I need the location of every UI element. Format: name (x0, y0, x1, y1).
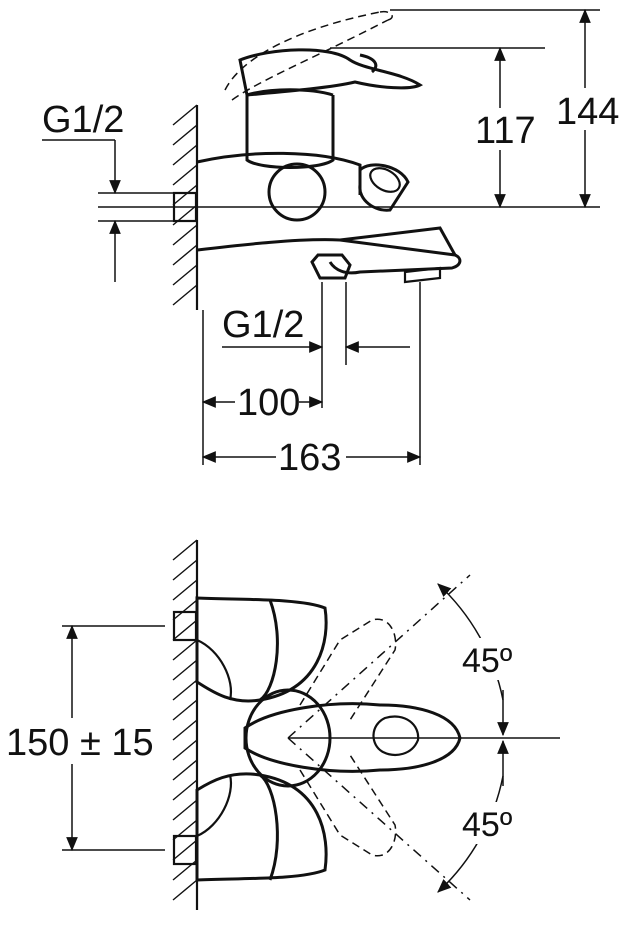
dim-100: 100 (201, 382, 324, 424)
lever-ghost-lower (287, 737, 471, 901)
angle-lower-label: 45º (462, 806, 512, 844)
dim-163: 163 (201, 436, 422, 479)
mixer-body-side (196, 88, 462, 284)
angle-arc: 45º 45º (437, 583, 532, 893)
side-view: G1/2 117 144 G1/2 100 (42, 8, 623, 479)
top-view: 45º 45º 150 ± 15 (4, 539, 560, 910)
dim-height: 117 144 (330, 8, 623, 209)
dim-163-label: 163 (278, 437, 341, 479)
dim-thread-spout: G1/2 (222, 304, 410, 353)
wall-hatch-lower (172, 539, 199, 910)
dim-spacing-label: 150 ± 15 (6, 722, 154, 764)
lever-handle-side (224, 10, 424, 101)
dim-117-label: 117 (475, 110, 536, 152)
angle-upper-label: 45º (462, 642, 512, 680)
thread-label-spout: G1/2 (222, 304, 304, 346)
mixer-body-top (195, 596, 332, 882)
dim-144-label: 144 (556, 91, 619, 133)
dim-spacing: 150 ± 15 (4, 624, 165, 852)
thread-label-wall: G1/2 (42, 99, 124, 141)
dim-100-label: 100 (237, 382, 300, 424)
dim-thread-wall: G1/2 (42, 99, 124, 282)
lever-ghost-upper (287, 574, 471, 739)
